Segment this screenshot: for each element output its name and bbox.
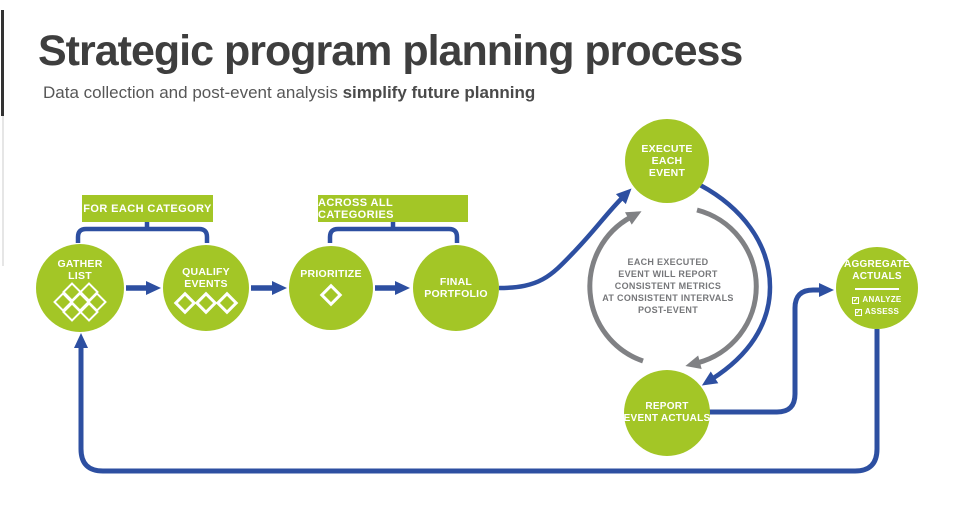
bracket-for-each-category	[75, 226, 210, 243]
bracket-across-all-categories	[327, 226, 460, 243]
label-for-each-category: FOR EACH CATEGORY	[82, 195, 213, 222]
diamond-cluster-icon	[53, 281, 107, 322]
cycle-arc-right	[685, 207, 759, 370]
node-execute-line2: EACH	[651, 155, 683, 167]
arrow-execute-to-report	[698, 183, 773, 386]
node-aggregate-line2: ACTUALS	[852, 270, 902, 282]
node-report-line1: REPORT	[645, 401, 689, 412]
node-report-event-actuals: REPORT EVENT ACTUALS	[624, 370, 710, 456]
node-execute-each-event: EXECUTE EACH EVENT	[625, 119, 709, 203]
node-aggregate-actuals: AGGREGATE ACTUALS ✓ ANALYZE ✓ ASSESS	[836, 247, 918, 329]
checklist-item-assess: ✓ ASSESS	[854, 307, 900, 317]
cycle-arc-left	[587, 211, 644, 364]
node-gather-list-line1: GATHER	[57, 257, 103, 270]
node-execute-line3: EVENT	[648, 167, 686, 179]
cycle-note: EACH EXECUTED EVENT WILL REPORT CONSISTE…	[588, 256, 748, 316]
left-edge-artifact-faint	[2, 116, 4, 266]
cycle-note-line5: POST-EVENT	[637, 305, 698, 315]
arrow-feedback-loop	[74, 329, 880, 474]
node-execute-line1: EXECUTE	[641, 143, 693, 155]
node-aggregate-line1: AGGREGATE	[844, 258, 910, 270]
cycle-note-line1: EACH EXECUTED	[627, 257, 709, 267]
node-gather-list: GATHER LIST	[36, 244, 124, 332]
node-gather-list-line2: LIST	[68, 269, 92, 282]
node-report-line2: EVENT ACTUALS	[623, 413, 711, 424]
subtitle-regular: Data collection and post-event analysis	[43, 83, 343, 102]
cycle-note-line2: EVENT WILL REPORT	[618, 269, 718, 279]
label-across-all-categories: ACROSS ALL CATEGORIES	[318, 195, 468, 222]
arrow-report-to-aggregate	[708, 283, 834, 415]
left-edge-artifact	[1, 10, 4, 116]
arrow-final-to-execute	[498, 188, 632, 291]
page-title: Strategic program planning process	[38, 27, 743, 75]
checkbox-icon: ✓	[852, 296, 860, 304]
node-final-portfolio: FINAL PORTFOLIO	[413, 245, 499, 331]
checkbox-icon: ✓	[854, 308, 862, 316]
node-final-portfolio-line1: FINAL	[439, 276, 473, 288]
node-final-portfolio-line2: PORTFOLIO	[424, 288, 488, 300]
checklist-analyze-label: ANALYZE	[862, 295, 902, 305]
node-prioritize: PRIORITIZE	[289, 246, 373, 330]
node-qualify-events-line1: QUALIFY	[182, 265, 230, 278]
checklist-assess-label: ASSESS	[864, 307, 900, 317]
cycle-note-line4: AT CONSISTENT INTERVALS	[602, 293, 734, 303]
divider-line	[855, 287, 899, 291]
node-prioritize-line1: PRIORITIZE	[300, 268, 362, 280]
subtitle-bold: simplify future planning	[342, 83, 536, 102]
diamond-row-icon	[173, 291, 239, 314]
checklist-item-analyze: ✓ ANALYZE	[852, 295, 901, 305]
cycle-note-line3: CONSISTENT METRICS	[614, 281, 722, 291]
page-subtitle: Data collection and post-event analysis …	[43, 83, 535, 103]
diamond-icon	[319, 283, 343, 308]
node-qualify-events: QUALIFY EVENTS	[163, 245, 249, 331]
node-qualify-events-line2: EVENTS	[184, 277, 228, 290]
